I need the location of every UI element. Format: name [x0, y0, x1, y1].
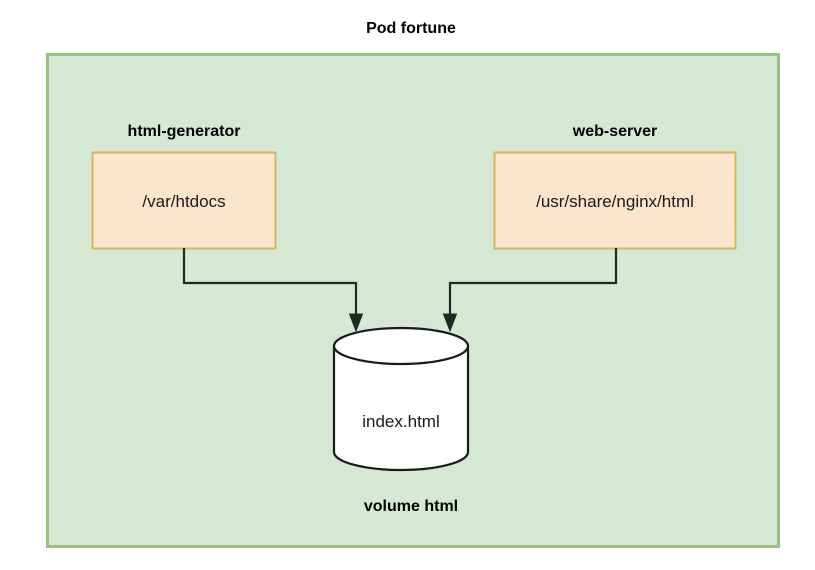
volume-caption: volume html [364, 498, 458, 515]
mount-path-html-generator: /var/htdocs [142, 192, 225, 211]
cylinder-top-ellipse [332, 326, 470, 366]
volume-file-label: index.html [362, 412, 439, 431]
arrowhead-web-server [442, 313, 458, 333]
container-label-web-server: web-server [572, 123, 658, 140]
connector-web-server-to-volume [448, 248, 618, 316]
volume-cylinder: index.html [332, 326, 470, 472]
arrowhead-html-generator [348, 313, 364, 333]
connector-html-generator-to-volume [182, 248, 358, 316]
cylinder-body [332, 344, 470, 472]
mount-path-web-server: /usr/share/nginx/html [536, 192, 694, 211]
container-label-html-generator: html-generator [128, 123, 241, 140]
pod-title: Pod fortune [366, 20, 456, 37]
mount-box-html-generator [91, 151, 277, 250]
mount-box-web-server [493, 151, 737, 250]
